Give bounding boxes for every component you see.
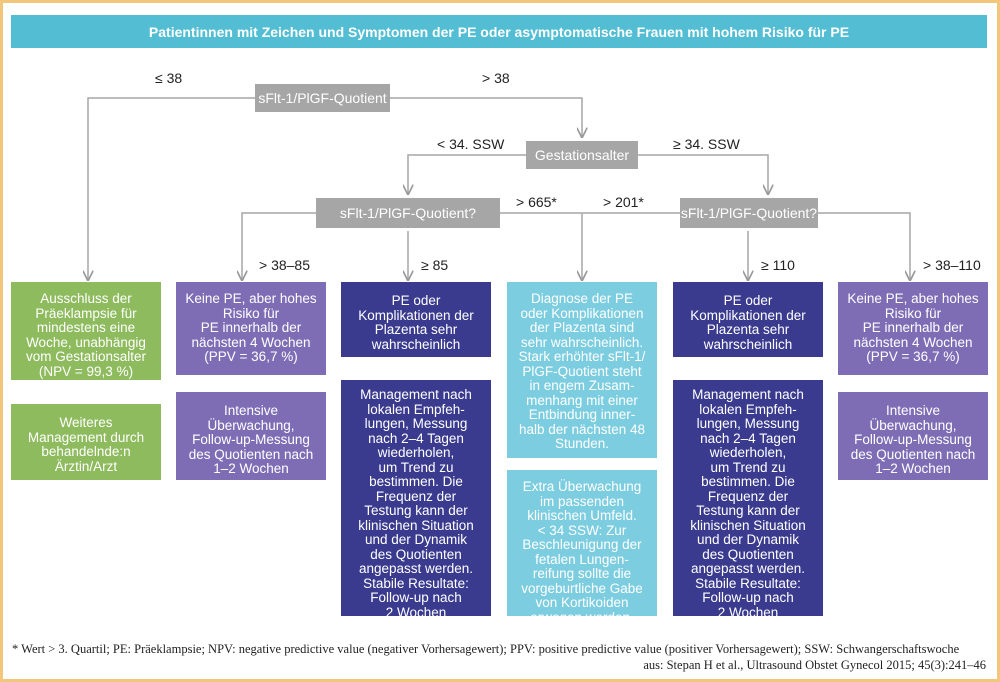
quotient-left-label: sFlt-1/PlGF-Quotient? [339,205,477,221]
gestationsalter-label: Gestationsalter [534,147,630,163]
source-citation: aus: Stepan H et al., Ultrasound Obstet … [643,658,986,672]
pe-right-box: PE oder Komplikationen der Plazenta sehr… [673,282,823,357]
management-left-box: Management nach lokalen Empfeh- lungen, … [341,380,491,619]
label-38-110: > 38–110 [923,257,981,273]
quotient-left-node: sFlt-1/PlGF-Quotient? [316,198,500,228]
header-title: Patientinnen mit Zeichen und Symptomen d… [148,23,850,40]
risk-left-box: Keine PE, aber hohes Risiko für PE inner… [176,282,326,375]
quotient-top-node: sFlt-1/PlGF-Quotient [255,84,390,112]
label-ge34: ≥ 34. SSW [673,136,740,152]
label-ge85: ≥ 85 [421,257,449,273]
risk-right-box: Keine PE, aber hohes Risiko für PE inner… [838,282,988,375]
pe-left-box: PE oder Komplikationen der Plazenta sehr… [341,282,491,357]
label-gt201: > 201* [603,194,644,210]
footnote: * Wert > 3. Quartil; PE: Präeklampsie; N… [12,642,960,656]
label-lt34: < 34. SSW [437,136,505,152]
quotient-right-node: sFlt-1/PlGF-Quotient? [680,198,818,228]
label-ge110: ≥ 110 [761,257,795,273]
monitor-right-box: Intensive Überwachung, Follow-up-Messung… [838,392,988,480]
quotient-top-label: sFlt-1/PlGF-Quotient [258,90,387,106]
extra-monitoring-box: Extra Überwachung im passenden klinische… [507,470,657,624]
quotient-right-label: sFlt-1/PlGF-Quotient? [680,205,818,221]
header-banner: Patientinnen mit Zeichen und Symptomen d… [11,15,987,48]
label-38-85: > 38–85 [259,257,310,273]
connector-left-38-85 [242,212,316,280]
connector-right-38-110 [818,212,910,280]
diagnosis-box: Diagnose der PE oder Komplikationen der … [507,282,657,458]
label-gt38: > 38 [482,70,510,86]
connector-lt34 [408,154,526,194]
connector-gt38 [390,97,582,137]
connector-le38 [88,97,255,280]
monitor-left-box: Intensive Überwachung, Follow-up-Messung… [176,392,326,480]
connector-ge34 [638,154,768,194]
label-gt665: > 665* [516,194,557,210]
label-le38: ≤ 38 [155,70,183,86]
management-right-box: Management nach lokalen Empfeh- lungen, … [673,380,823,619]
gestationsalter-node: Gestationsalter [526,141,638,169]
management-other-box: Weiteres Management durch behandelnde:n … [11,404,161,480]
exclusion-box: Ausschluss der Präeklampsie für mindeste… [11,282,161,380]
